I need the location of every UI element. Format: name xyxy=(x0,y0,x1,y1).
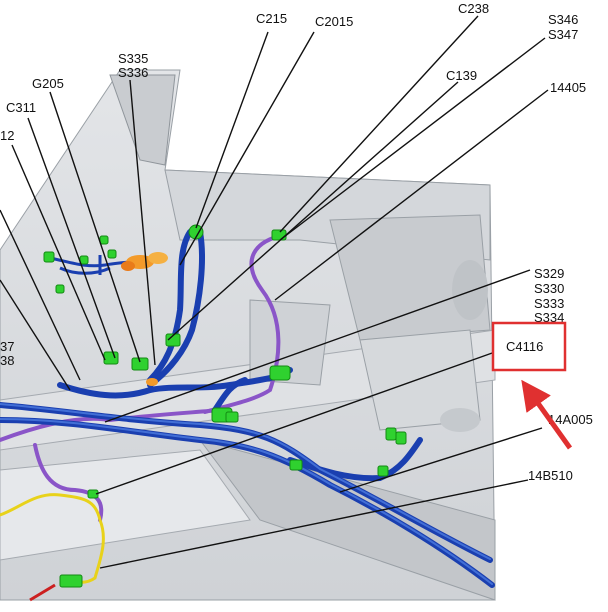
leader-14405 xyxy=(274,89,549,301)
connector-upper1-icon xyxy=(43,251,55,263)
connector-c311-icon xyxy=(103,351,119,365)
leader-s335 xyxy=(129,79,156,366)
label-37: 37 xyxy=(0,339,14,354)
yellow-harness xyxy=(0,493,105,584)
leader-12 xyxy=(11,144,106,361)
leader-s346 xyxy=(279,37,546,241)
leader-c4116 xyxy=(95,351,496,495)
label-14a005: 14A005 xyxy=(548,412,593,427)
connector-c238-icon xyxy=(271,229,287,241)
leader-c139 xyxy=(167,81,459,341)
red-wire xyxy=(29,583,56,602)
label-14405: 14405 xyxy=(550,80,586,95)
leader-c215 xyxy=(195,31,269,229)
highlight-callout: C4116 xyxy=(491,321,573,450)
connector-14405-icon xyxy=(269,365,291,381)
label-s336: S336 xyxy=(118,65,148,80)
leader-lines xyxy=(0,15,549,569)
leader-c238 xyxy=(279,15,479,233)
connector-right2-icon xyxy=(395,431,407,445)
leader-s329 xyxy=(104,269,531,423)
label-c4116: C4116 xyxy=(506,339,543,354)
leader-c2015 xyxy=(179,31,315,266)
highlight-arrow-icon xyxy=(521,379,573,450)
blue-harness-highlight xyxy=(0,403,493,585)
label-s346: S346 xyxy=(548,12,578,27)
label-s333: S333 xyxy=(534,296,564,311)
connector-14b510-icon xyxy=(59,574,83,588)
leader-14b510 xyxy=(99,479,529,569)
connector-c215-icon xyxy=(188,224,204,240)
connector-right1-icon xyxy=(385,427,397,441)
label-s347: S347 xyxy=(548,27,578,42)
label-c311: C311 xyxy=(6,100,36,115)
highlight-box xyxy=(491,321,567,372)
orange-connector-cluster xyxy=(121,252,168,386)
label-12: 12 xyxy=(0,128,14,143)
label-s335: S335 xyxy=(118,51,148,66)
label-c139: C139 xyxy=(446,68,477,83)
connector-g205-icon xyxy=(165,333,181,347)
connector-upper3-icon xyxy=(107,249,117,259)
callout-labels: C215 C2015 C238 S346 S347 S335 S336 G205… xyxy=(0,1,593,483)
leader-14a005 xyxy=(339,427,543,493)
label-s329: S329 xyxy=(534,266,564,281)
label-s330: S330 xyxy=(534,281,564,296)
connector-14a005-icon xyxy=(289,459,303,471)
green-connectors xyxy=(43,224,407,588)
leader-extra2 xyxy=(0,279,71,391)
label-c215: C215 xyxy=(256,11,287,26)
connector-mid2-icon xyxy=(225,411,239,423)
label-14b510: 14B510 xyxy=(528,468,573,483)
leader-g205 xyxy=(49,91,141,363)
label-c238: C238 xyxy=(458,1,489,16)
leader-extra1 xyxy=(0,209,81,381)
label-38: 38 xyxy=(0,353,14,368)
label-s334: S334 xyxy=(534,310,564,325)
leader-c311 xyxy=(27,117,116,359)
label-c2015: C2015 xyxy=(315,14,353,29)
connector-upper2-icon xyxy=(99,235,109,245)
label-g205: G205 xyxy=(32,76,64,91)
connector-right3-icon xyxy=(377,465,389,477)
connector-s335-icon xyxy=(131,357,149,371)
connector-upper5-icon xyxy=(55,284,65,294)
